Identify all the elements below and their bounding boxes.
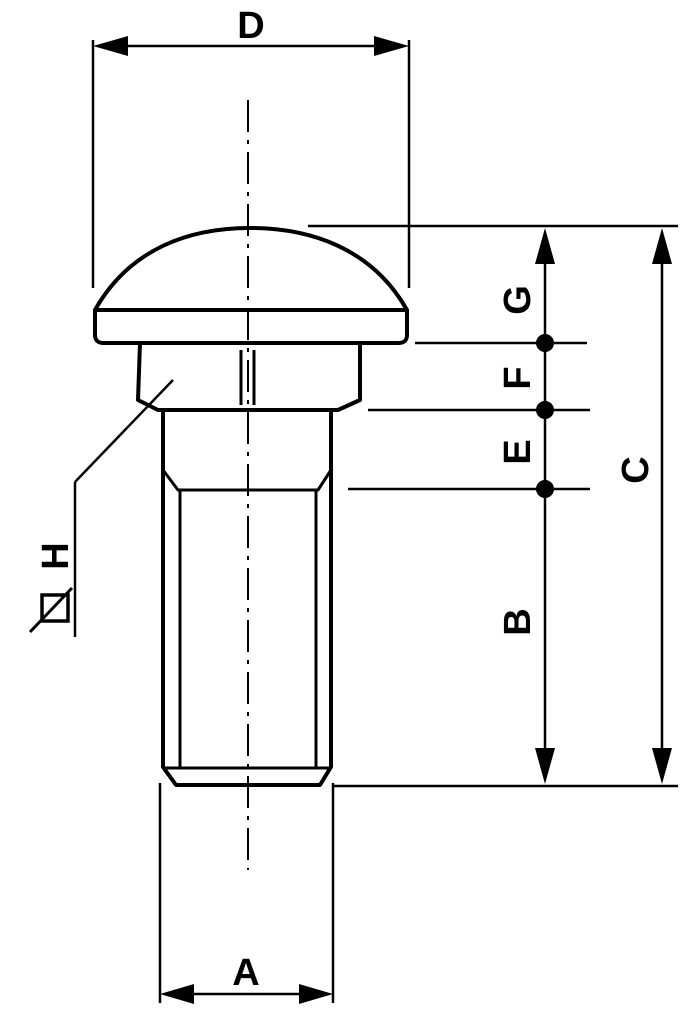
- label-d: D: [237, 5, 264, 47]
- square-symbol-icon: [28, 586, 74, 634]
- dim-node-e-b: [536, 480, 554, 498]
- dim-node-f-e: [536, 401, 554, 419]
- dimension-a: [158, 783, 335, 1004]
- dimension-chain-bg: [535, 228, 555, 784]
- shank-plain: [161, 410, 333, 470]
- head-flange: [93, 308, 409, 345]
- head-dome: [93, 226, 409, 311]
- dim-node-g-f: [536, 334, 554, 352]
- label-h: H: [35, 542, 77, 569]
- label-b: B: [497, 608, 539, 635]
- label-e: E: [497, 439, 539, 464]
- square-neck: [136, 342, 362, 412]
- label-f: F: [497, 366, 539, 389]
- label-a: A: [232, 952, 259, 994]
- dimension-c: [652, 228, 672, 784]
- dimension-d: [91, 36, 411, 288]
- leader-h: [73, 379, 174, 637]
- label-c: C: [615, 456, 657, 483]
- label-g: G: [497, 285, 539, 315]
- bolt-part: [93, 226, 409, 787]
